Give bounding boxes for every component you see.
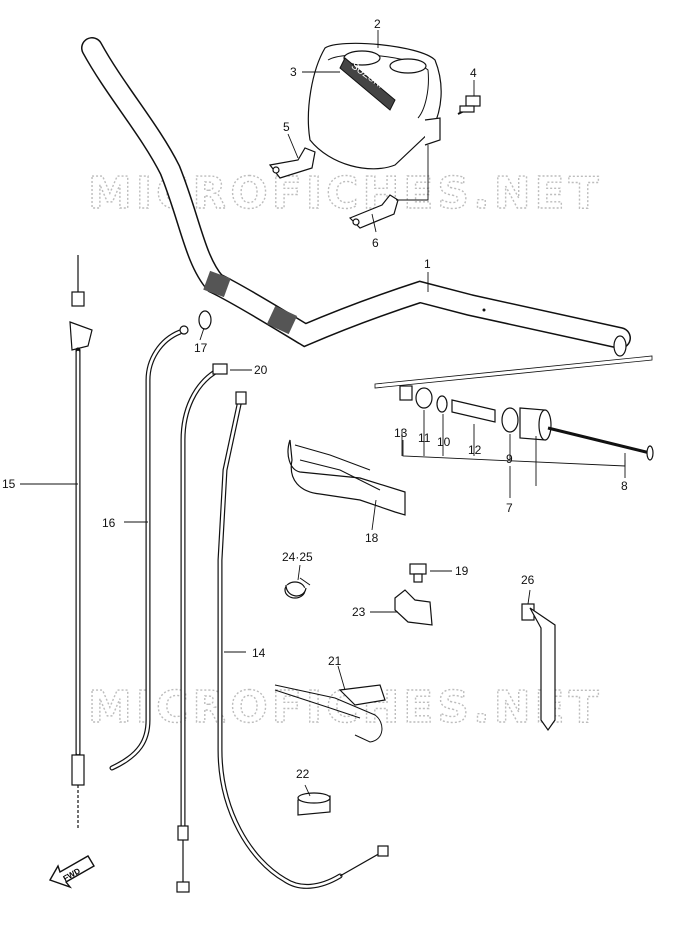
callout-19: 19 (455, 564, 469, 578)
callout-10: 10 (437, 435, 451, 449)
callout-16: 16 (102, 516, 116, 530)
callout-23: 23 (352, 605, 366, 619)
callout-11: 11 (418, 431, 431, 445)
callout-2: 2 (374, 17, 381, 31)
stand-rod-26 (521, 603, 556, 732)
callout-7: 7 (506, 501, 513, 515)
cable-15 (69, 255, 93, 828)
callout-14: 14 (252, 646, 266, 660)
callout-labels: 1 2 3 4 5 6 7 8 9 10 11 12 13 14 15 16 1… (2, 17, 628, 781)
clamp-bracket-18 (287, 439, 406, 516)
bolt-19 (409, 563, 427, 583)
callout-9: 9 (506, 452, 513, 466)
rod-12 (451, 399, 496, 423)
callout-17: 17 (194, 341, 208, 355)
callout-5: 5 (283, 120, 290, 134)
washer-10 (436, 395, 448, 413)
knurl-right (266, 305, 298, 335)
callout-26: 26 (521, 573, 535, 587)
knurl-left (203, 270, 231, 298)
screw-8 (646, 445, 654, 461)
callout-3: 3 (290, 65, 297, 79)
callout-24-25: 24·25 (282, 550, 313, 564)
cable-14 (217, 391, 389, 889)
callout-21: 21 (328, 654, 342, 668)
grommet-17 (198, 310, 212, 330)
callout-1: 1 (424, 257, 431, 271)
wire-holder-21 (274, 684, 386, 743)
leader-lines (20, 30, 626, 797)
callout-18: 18 (365, 531, 379, 545)
cable-clamp-24-25 (284, 577, 311, 599)
callout-15: 15 (2, 477, 16, 491)
clamp-22 (297, 792, 331, 816)
bracket-23 (394, 589, 433, 626)
cable-20 (176, 363, 228, 893)
callout-8: 8 (621, 479, 628, 493)
handlebar (81, 37, 631, 357)
handlebar-cover: SUZUKI (307, 42, 442, 170)
callout-4: 4 (470, 66, 477, 80)
callout-22: 22 (296, 767, 310, 781)
callout-13: 13 (394, 426, 408, 440)
cover-bolt (457, 95, 481, 115)
nut-13 (399, 385, 413, 401)
spacer-11 (415, 387, 433, 409)
bar-end-weight-assembly (374, 355, 654, 467)
fwd-arrow: FWD (48, 855, 95, 889)
cable-16 (109, 325, 189, 771)
spacer-9 (501, 407, 519, 433)
bracket-left (268, 147, 316, 179)
callout-12: 12 (468, 443, 482, 457)
callout-20: 20 (254, 363, 268, 377)
callout-6: 6 (372, 236, 379, 250)
